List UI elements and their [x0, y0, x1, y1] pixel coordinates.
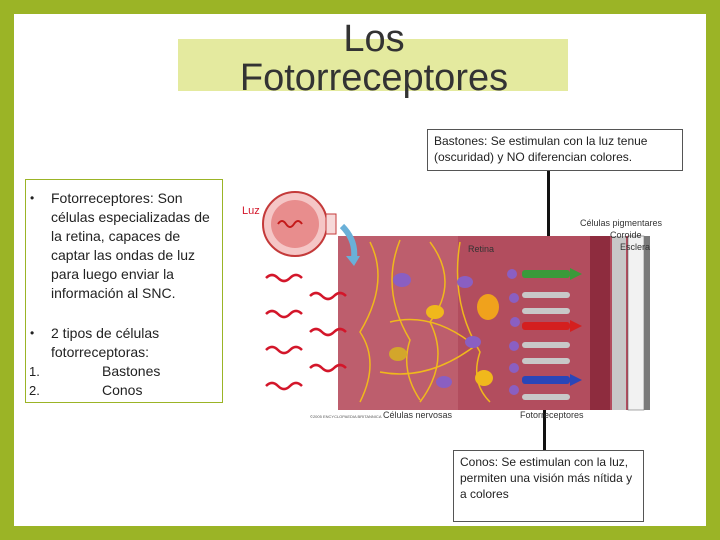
nerve-cells [389, 269, 520, 395]
sclera-label: Esclera [620, 242, 650, 252]
slide: Los Fotorreceptores Bastones: Se estimul… [14, 14, 706, 526]
eye-icon [262, 191, 337, 257]
bullet-text: Fotorreceptores: Son células especializa… [51, 190, 210, 301]
pigment-cells-label: Células pigmentares [580, 218, 663, 228]
zoom-arrow-head [346, 256, 360, 266]
sclera-edge [644, 236, 650, 410]
retina-diagram: Luz Retina Células pigmentares Coroide E… [242, 191, 663, 420]
bullet-text: 2 tipos de células fotorreceptoras: [51, 325, 160, 360]
bullet-icon: • [30, 326, 35, 340]
sclera-layer [627, 235, 645, 411]
choroid-layer [612, 236, 626, 410]
title-band [178, 39, 568, 91]
light-wave-icons [265, 273, 347, 391]
photoreceptor-cells [522, 268, 582, 400]
bullet-icon: • [30, 191, 35, 205]
zoom-arrow [339, 223, 358, 259]
photoreceptors-label: Fotorreceptores [520, 410, 584, 420]
credit-label: ©2005 ENCYCLOPAEDIA BRITANNICA [310, 414, 382, 419]
cones-callout: Conos: Se estimulan con la luz, permiten… [453, 450, 644, 522]
light-label: Luz [242, 205, 260, 217]
retina-label: Retina [468, 244, 494, 254]
choroid-label: Coroide [610, 230, 642, 240]
list-number: 1. [29, 364, 40, 379]
list-number: 2. [29, 383, 40, 398]
description-textbox: • Fotorreceptores: Son células especiali… [25, 179, 223, 403]
nerve-cells-label: Células nervosas [383, 410, 453, 420]
page-title: Los Fotorreceptores [239, 18, 509, 99]
rods-callout: Bastones: Se estimulan con la luz tenue … [427, 129, 683, 171]
list-label: Conos [102, 382, 143, 398]
list-label: Bastones [102, 363, 161, 379]
pigment-layer [590, 236, 610, 410]
nerve-fibers [359, 239, 491, 403]
